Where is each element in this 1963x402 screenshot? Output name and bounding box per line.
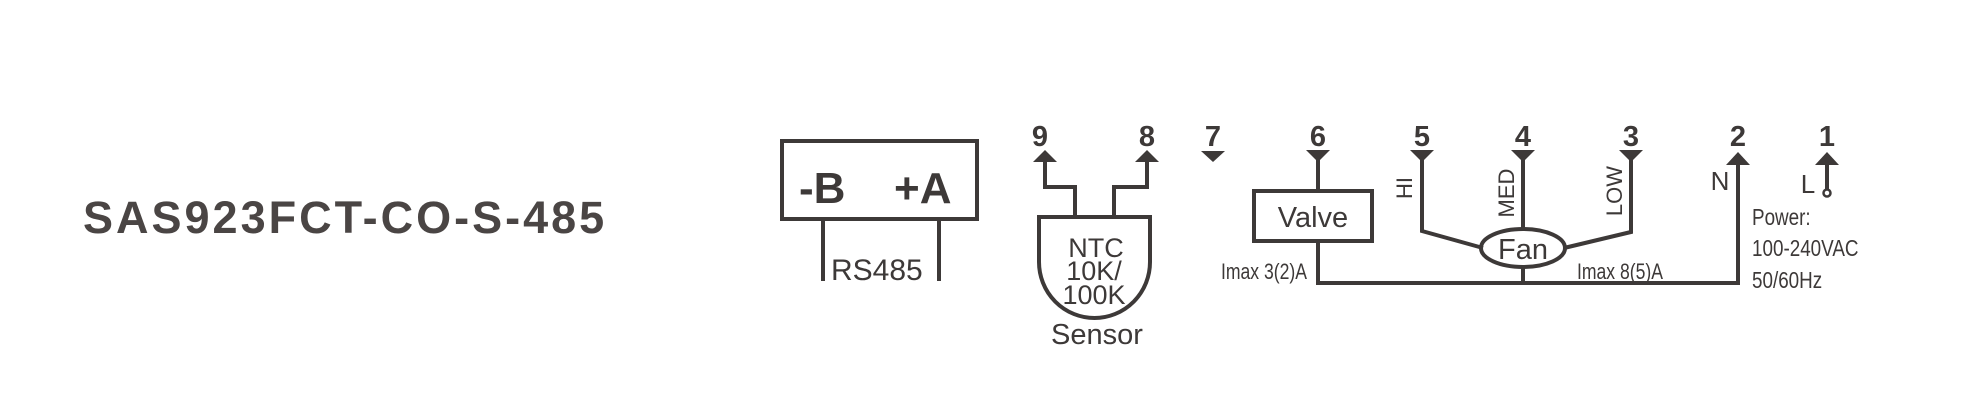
terminal-8: 8 xyxy=(1139,121,1155,153)
terminal-2: 2 xyxy=(1730,121,1746,153)
sensor-100k: 100K xyxy=(1062,280,1125,310)
terminal-7-arrow-icon xyxy=(1201,151,1225,162)
rs485-plus-a: +A xyxy=(894,164,951,213)
power-frequency: 50/60Hz xyxy=(1752,268,1822,293)
power-title: Power: xyxy=(1752,205,1811,230)
sensor-label: Sensor xyxy=(1051,319,1143,351)
fan-low-label: LOW xyxy=(1602,166,1627,216)
terminal-4: 4 xyxy=(1515,121,1531,153)
valve-label: Valve xyxy=(1278,202,1348,234)
sensor-body xyxy=(1037,215,1152,320)
live-terminal-icon xyxy=(1822,188,1832,198)
rs485-block: -B +A RS485 xyxy=(780,139,979,287)
sensor-10k: 10K/ xyxy=(1066,256,1122,286)
fan-med-label: MED xyxy=(1494,169,1519,218)
terminal-2-arrow-icon xyxy=(1726,152,1750,165)
terminal-6: 6 xyxy=(1310,121,1326,153)
terminal-3: 3 xyxy=(1623,121,1639,153)
sensor-ntc: NTC xyxy=(1068,233,1124,263)
valve-imax: Imax 3(2)A xyxy=(1221,260,1308,284)
terminal-9-arrow-icon xyxy=(1033,150,1057,162)
fan-hi-label: HI xyxy=(1392,177,1417,199)
model-title: SAS923FCT-CO-S-485 xyxy=(83,192,607,243)
terminal-5-arrow-icon xyxy=(1410,150,1434,162)
terminal-9: 9 xyxy=(1032,121,1048,153)
power-voltage: 100-240VAC xyxy=(1752,236,1859,261)
fan-label: Fan xyxy=(1498,234,1548,266)
terminal-4-arrow-icon xyxy=(1511,150,1535,162)
power-block: N L Power: 100-240VAC 50/60Hz xyxy=(1711,152,1859,293)
terminal-5: 5 xyxy=(1414,121,1430,153)
valve-block: Valve Imax 3(2)A xyxy=(1221,150,1374,285)
rs485-box xyxy=(780,139,979,221)
terminal-6-arrow-icon xyxy=(1306,150,1330,162)
terminal-3-arrow-icon xyxy=(1619,150,1643,162)
rs485-label: RS485 xyxy=(831,254,923,287)
fan-block: Fan HI MED LOW Imax 8(5)A xyxy=(1392,150,1664,285)
sensor-block: NTC 10K/ 100K Sensor xyxy=(1033,150,1159,351)
live-label: L xyxy=(1801,169,1815,199)
sensor-wire-9 xyxy=(1043,160,1077,217)
terminal-1: 1 xyxy=(1819,121,1835,153)
terminal-8-arrow-icon xyxy=(1135,150,1159,162)
terminal-1-arrow-icon xyxy=(1815,152,1839,165)
sensor-wire-8 xyxy=(1112,160,1149,217)
neutral-label: N xyxy=(1711,166,1730,196)
rs485-minus-b: -B xyxy=(799,164,845,213)
fan-imax: Imax 8(5)A xyxy=(1577,260,1664,284)
terminal-7: 7 xyxy=(1205,121,1221,153)
valve-box xyxy=(1252,189,1374,243)
